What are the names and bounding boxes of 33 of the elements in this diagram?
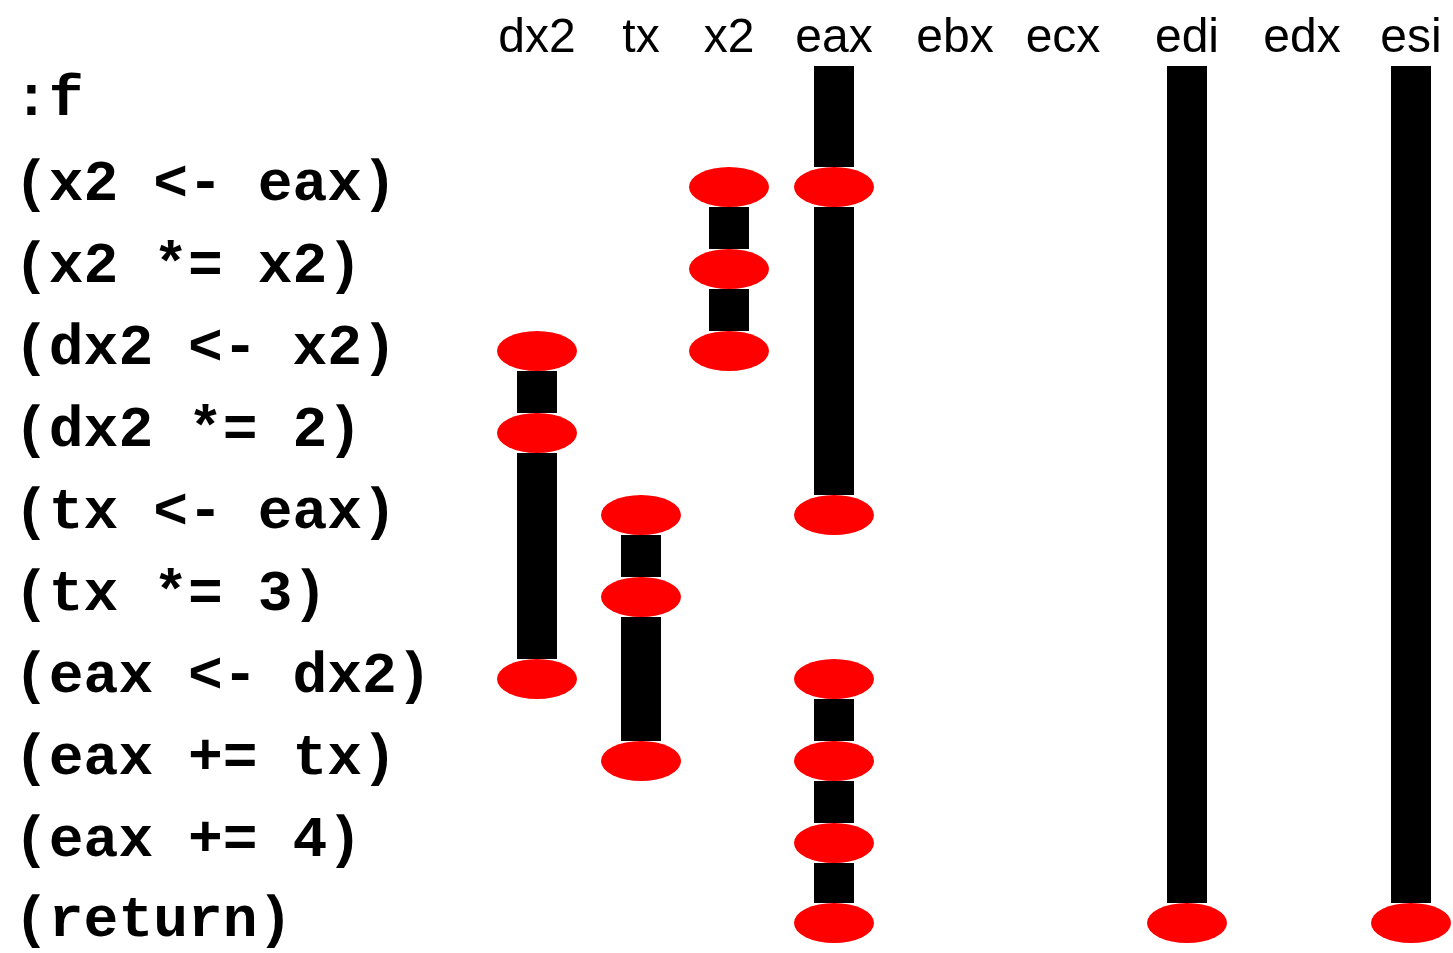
live-range-bar (517, 453, 557, 659)
code-line: (eax += 4) (14, 815, 363, 867)
code-line: (eax += tx) (14, 733, 397, 785)
column-header: ebx (916, 8, 994, 64)
code-line: (tx <- eax) (14, 487, 397, 539)
live-range-bar (1167, 66, 1207, 903)
code-line: (dx2 <- x2) (14, 323, 397, 375)
code-line: (dx2 *= 2) (14, 405, 363, 457)
live-range-bar (621, 535, 661, 577)
code-line: :f (14, 74, 84, 126)
code-line: (x2 *= x2) (14, 241, 363, 293)
code-line: (tx *= 3) (14, 569, 328, 621)
live-range-bar (621, 617, 661, 741)
live-range-bar (814, 207, 854, 495)
column-header: edx (1263, 8, 1341, 64)
live-range-bar (517, 371, 557, 413)
column-header: edi (1154, 8, 1220, 64)
code-line: (eax <- dx2) (14, 651, 432, 703)
column-header: esi (1380, 8, 1442, 64)
code-line: (return) (14, 895, 293, 947)
column-header: eax (795, 8, 873, 64)
live-range-bar (814, 699, 854, 741)
column-header: dx2 (498, 8, 576, 64)
live-range-bar (709, 207, 749, 249)
column-header: x2 (703, 8, 755, 64)
live-range-bar (814, 66, 854, 167)
code-line: (x2 <- eax) (14, 159, 397, 211)
live-range-bar (1391, 66, 1431, 903)
live-range-bar (814, 863, 854, 903)
column-header: ecx (1025, 8, 1101, 64)
live-range-bar (709, 289, 749, 331)
column-header: tx (622, 8, 660, 64)
live-range-bar (814, 781, 854, 823)
